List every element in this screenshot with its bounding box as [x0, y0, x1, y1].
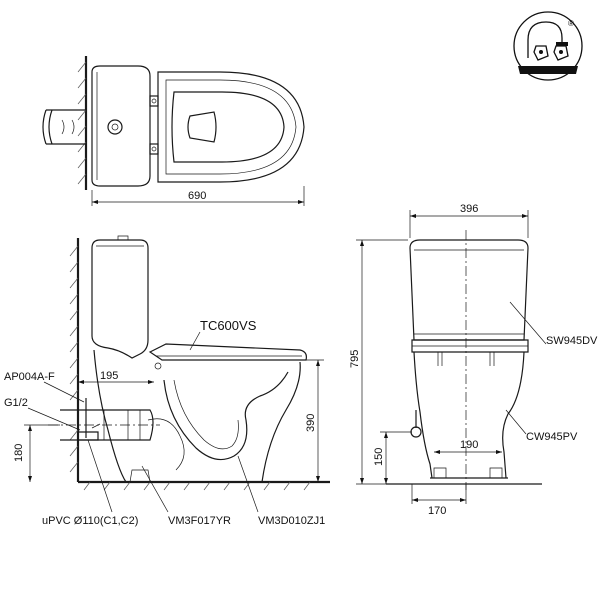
side-view: 195 180 390 TC600VS AP004A-F G1/2 uPVC Ø…	[4, 235, 330, 527]
dim-outlet-distance: 195	[100, 370, 118, 382]
front-view: 396 795 150 190 170 SW945DV CW945PV	[349, 203, 598, 517]
dim-inlet-height: 150	[373, 448, 385, 466]
label-flange: VM3F017YR	[168, 515, 231, 527]
label-bowl: CW945PV	[526, 431, 578, 443]
label-supply-valve: AP004A-F	[4, 371, 55, 383]
logo-registered-mark: ®	[568, 19, 574, 28]
dim-top-length: 690	[188, 190, 206, 202]
top-view: 690	[42, 56, 305, 206]
dim-front-width: 396	[460, 203, 478, 215]
brand-logo: ®	[513, 11, 583, 81]
label-pipe: uPVC Ø110(C1,C2)	[42, 515, 138, 527]
dim-rim-height: 390	[305, 414, 317, 432]
label-bowl-part: VM3D010ZJ1	[258, 515, 325, 527]
dim-total-height: 795	[349, 350, 361, 368]
dim-outlet-height: 180	[13, 444, 25, 462]
label-seat: TC600VS	[200, 318, 257, 333]
dim-foot-span: 190	[460, 439, 478, 451]
label-tank: SW945DV	[546, 335, 598, 347]
dim-foot-width: 170	[428, 505, 446, 517]
label-thread: G1/2	[4, 397, 28, 409]
